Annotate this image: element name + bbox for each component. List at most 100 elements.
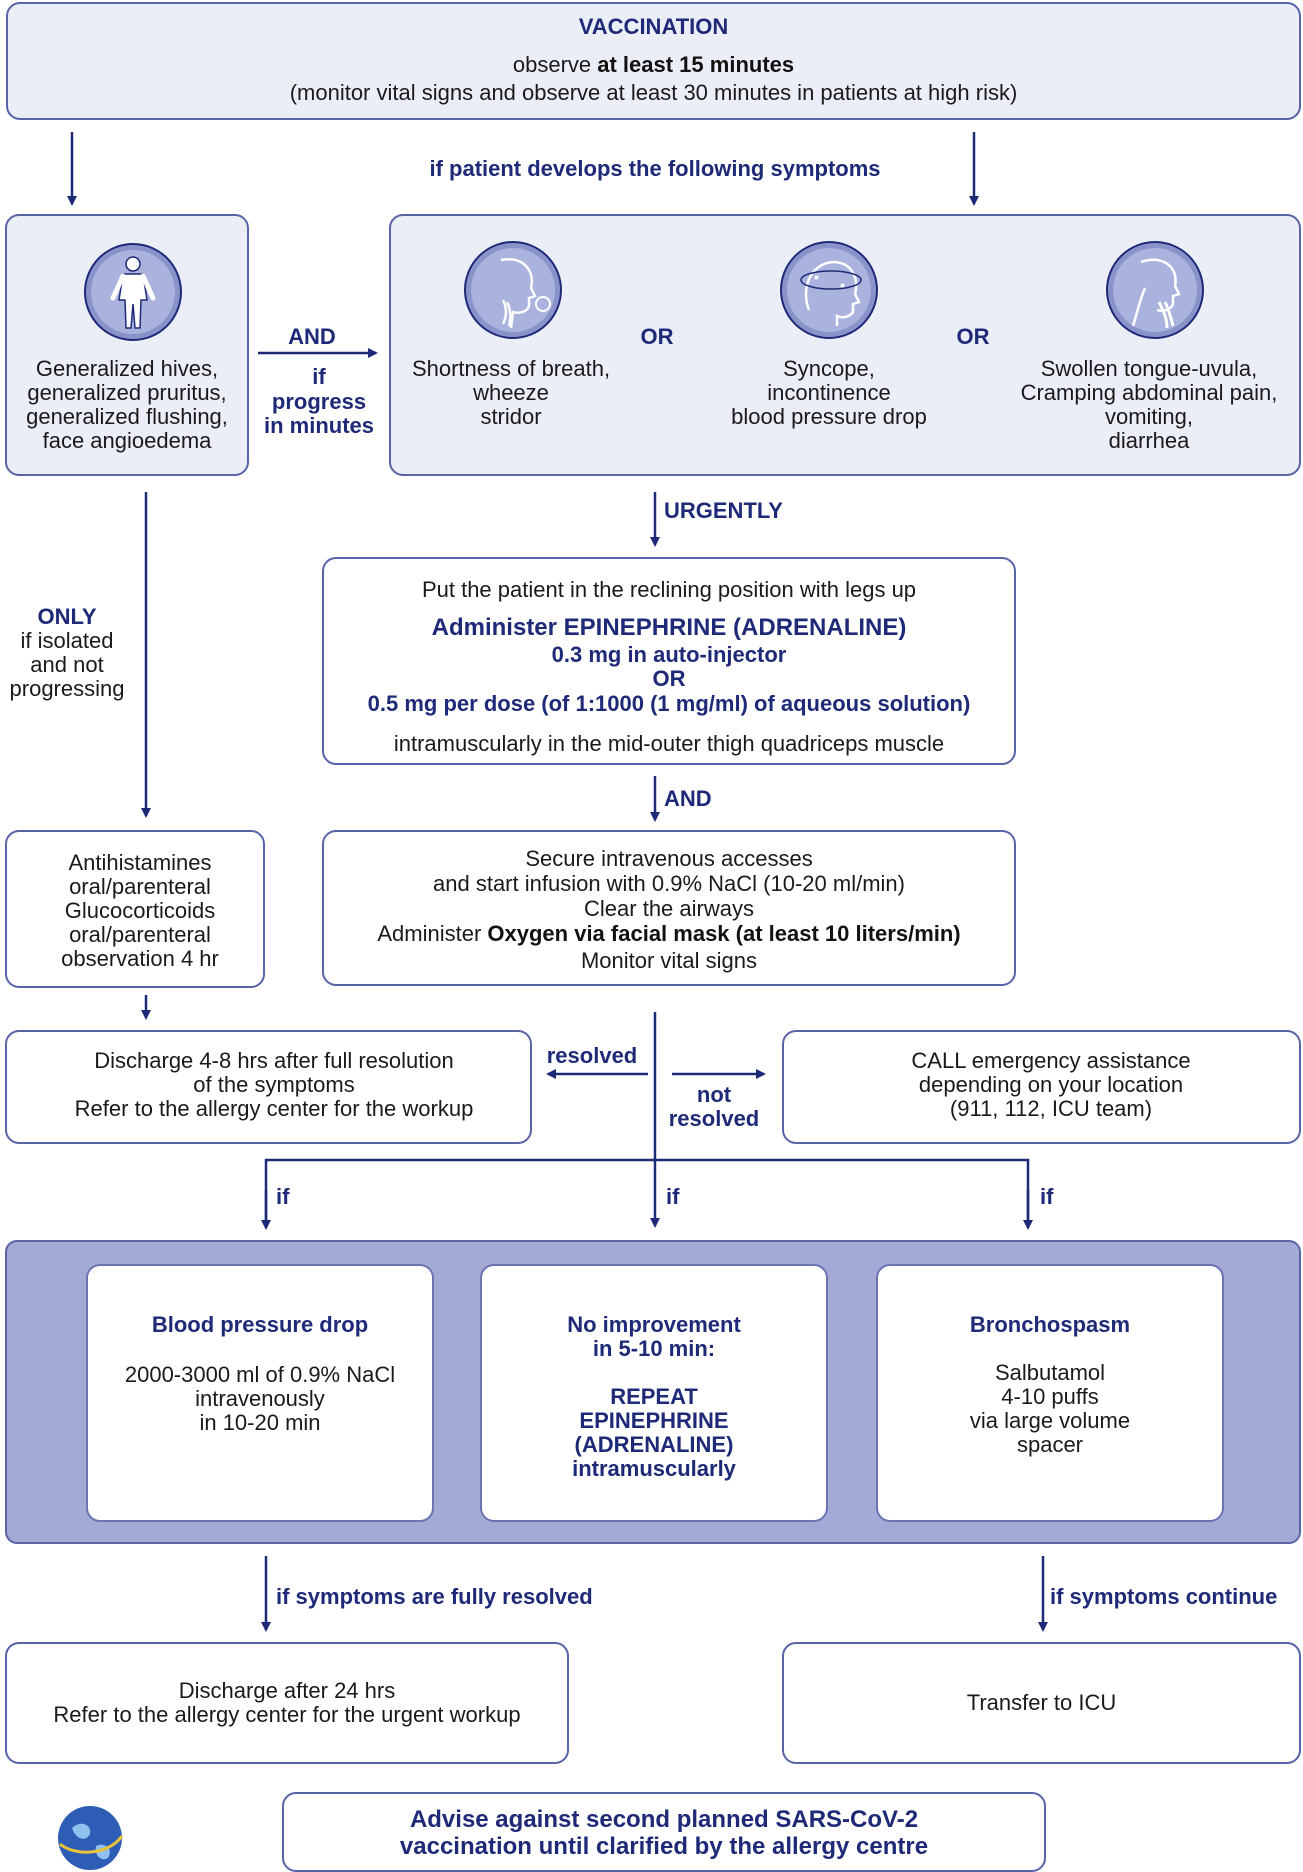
skin-line-3: generalized flushing, xyxy=(26,404,228,429)
branch-line xyxy=(264,1158,1030,1226)
symptoms-box: OR OR Shortness of breath, wheeze strido… xyxy=(389,214,1301,476)
dose-2: 0.5 mg per dose (of 1:1000 (1 mg/ml) of … xyxy=(367,691,971,716)
bronchospasm-line-2: 4-10 puffs xyxy=(1001,1384,1099,1409)
only-line-3: progressing xyxy=(9,676,125,701)
breath-line-2: wheeze xyxy=(473,380,549,405)
no-improvement-title-2: in 5-10 min: xyxy=(592,1336,716,1361)
advise-line-2: vaccination until clarified by the aller… xyxy=(399,1833,929,1860)
globe-logo xyxy=(58,1806,124,1870)
administer-title: Administer EPINEPHRINE (ADRENALINE) xyxy=(431,614,907,641)
tongue-line-4: diarrhea xyxy=(1108,428,1190,453)
and-label: AND xyxy=(288,324,336,349)
advise-box: Advise against second planned SARS-CoV-2… xyxy=(282,1792,1046,1872)
bp-line-1: 2000-3000 ml of 0.9% NaCl xyxy=(124,1362,396,1387)
urgently-label: URGENTLY xyxy=(664,498,783,523)
bp-line-3: in 10-20 min xyxy=(199,1410,321,1435)
route-text: intramuscularly in the mid-outer thigh q… xyxy=(393,731,945,756)
antihistamines-line-4: oral/parenteral xyxy=(69,922,211,947)
repeat-line-2: EPINEPHRINE xyxy=(579,1408,729,1433)
discharge2-line-1: Discharge after 24 hrs xyxy=(178,1678,396,1703)
bronchospasm-box: Bronchospasm Salbutamol 4-10 puffs via l… xyxy=(876,1264,1224,1522)
syncope-line-2: incontinence xyxy=(767,380,891,405)
skin-line-4: face angioedema xyxy=(42,428,212,453)
antihistamines-line-3: Glucocorticoids xyxy=(64,898,216,923)
bronchospasm-line-3: via large volume xyxy=(969,1408,1131,1433)
discharge2-line-2: Refer to the allergy center for the urge… xyxy=(53,1702,521,1727)
progress-label: progress xyxy=(271,389,367,414)
discharge1-line-1: Discharge 4-8 hrs after full resolution xyxy=(94,1048,454,1073)
repeat-line-3: (ADRENALINE) xyxy=(574,1432,734,1457)
in-minutes-label: in minutes xyxy=(263,413,374,438)
tongue-line-1: Swollen tongue-uvula, xyxy=(1040,356,1258,381)
no-improvement-box: No improvement in 5-10 min: REPEAT EPINE… xyxy=(480,1264,828,1522)
dose-1: 0.3 mg in auto-injector xyxy=(551,642,787,667)
infusion-line-5: Monitor vital signs xyxy=(580,948,758,973)
bp-drop-box: Blood pressure drop 2000-3000 ml of 0.9%… xyxy=(86,1264,434,1522)
bp-drop-title: Blood pressure drop xyxy=(151,1312,369,1337)
if-center-label: if xyxy=(666,1184,680,1209)
vaccination-box: VACCINATION observe at least 15 minutes … xyxy=(6,2,1301,120)
infusion-line-4: Administer Oxygen via facial mask (at le… xyxy=(324,921,1014,946)
syncope-line-3: blood pressure drop xyxy=(731,404,927,429)
resolved-label: resolved xyxy=(546,1043,638,1068)
advise-line-1: Advise against second planned SARS-CoV-2 xyxy=(409,1806,919,1833)
infusion-line-2: and start infusion with 0.9% NaCl (10-20… xyxy=(433,871,905,896)
epinephrine-box: Put the patient in the reclining positio… xyxy=(322,557,1016,765)
breath-line-3: stridor xyxy=(480,404,542,429)
fully-resolved-label: if symptoms are fully resolved xyxy=(276,1584,593,1609)
if-develops-label: if patient develops the following sympto… xyxy=(429,156,881,181)
oxygen-bold: Oxygen via facial mask (at least 10 lite… xyxy=(487,921,961,946)
icu-box: Transfer to ICU xyxy=(782,1642,1301,1764)
antihistamines-line-1: Antihistamines xyxy=(68,850,212,875)
bronchospasm-line-4: spacer xyxy=(1016,1432,1084,1457)
antihistamines-line-2: oral/parenteral xyxy=(69,874,211,899)
body-icon xyxy=(84,243,182,341)
discharge1-line-3: Refer to the allergy center for the work… xyxy=(74,1096,474,1121)
icu-text: Transfer to ICU xyxy=(966,1690,1117,1715)
antihistamines-line-5: observation 4 hr xyxy=(61,946,219,971)
tongue-line-2: Cramping abdominal pain, xyxy=(1020,380,1278,405)
vaccination-title: VACCINATION xyxy=(578,14,729,39)
observe-text: observe xyxy=(512,52,598,77)
not-label: not xyxy=(696,1082,732,1107)
observe-bold: at least 15 minutes xyxy=(597,52,795,77)
or-label-1: OR xyxy=(640,324,674,349)
if-label: if xyxy=(312,364,326,389)
discharge-24-box: Discharge after 24 hrs Refer to the alle… xyxy=(5,1642,569,1764)
breathing-icon xyxy=(464,241,562,339)
and-label-2: AND xyxy=(664,786,712,811)
oxygen-prefix: Administer xyxy=(377,921,488,946)
only-label: ONLY xyxy=(37,604,97,629)
bp-line-2: intravenously xyxy=(195,1386,325,1411)
only-line-1: if isolated xyxy=(20,628,114,653)
syncope-icon xyxy=(780,241,878,339)
vaccination-observe: observe at least 15 minutes xyxy=(8,52,1299,77)
syncope-line-1: Syncope, xyxy=(783,356,875,381)
repeat-line-4: intramuscularly xyxy=(572,1456,736,1481)
call-line-1: CALL emergency assistance xyxy=(911,1048,1191,1073)
dose-or: OR xyxy=(652,666,686,691)
not-resolved-label: resolved xyxy=(668,1106,760,1131)
call-line-2: depending on your location xyxy=(918,1072,1184,1097)
discharge1-line-2: of the symptoms xyxy=(193,1072,355,1097)
if-left-label: if xyxy=(276,1184,290,1209)
skin-symptoms-box: Generalized hives, generalized pruritus,… xyxy=(5,214,249,476)
discharge-4-8-box: Discharge 4-8 hrs after full resolution … xyxy=(5,1030,532,1144)
only-line-2: and not xyxy=(30,652,104,677)
bronchospasm-title: Bronchospasm xyxy=(969,1312,1131,1337)
throat-icon xyxy=(1106,241,1204,339)
infusion-line-3: Clear the airways xyxy=(584,896,754,921)
bronchospasm-line-1: Salbutamol xyxy=(994,1360,1106,1385)
infusion-box: Secure intravenous accesses and start in… xyxy=(322,830,1016,986)
breath-line-1: Shortness of breath, xyxy=(411,356,611,381)
no-improvement-title-1: No improvement xyxy=(567,1312,741,1337)
call-emergency-box: CALL emergency assistance depending on y… xyxy=(782,1030,1301,1144)
continue-label: if symptoms continue xyxy=(1050,1584,1278,1609)
infusion-line-1: Secure intravenous accesses xyxy=(525,846,813,871)
or-label-2: OR xyxy=(956,324,990,349)
position-text: Put the patient in the reclining positio… xyxy=(421,577,917,602)
antihistamines-box: Antihistamines oral/parenteral Glucocort… xyxy=(5,830,265,988)
tongue-line-3: vomiting, xyxy=(1104,404,1194,429)
repeat-line-1: REPEAT xyxy=(610,1384,698,1409)
